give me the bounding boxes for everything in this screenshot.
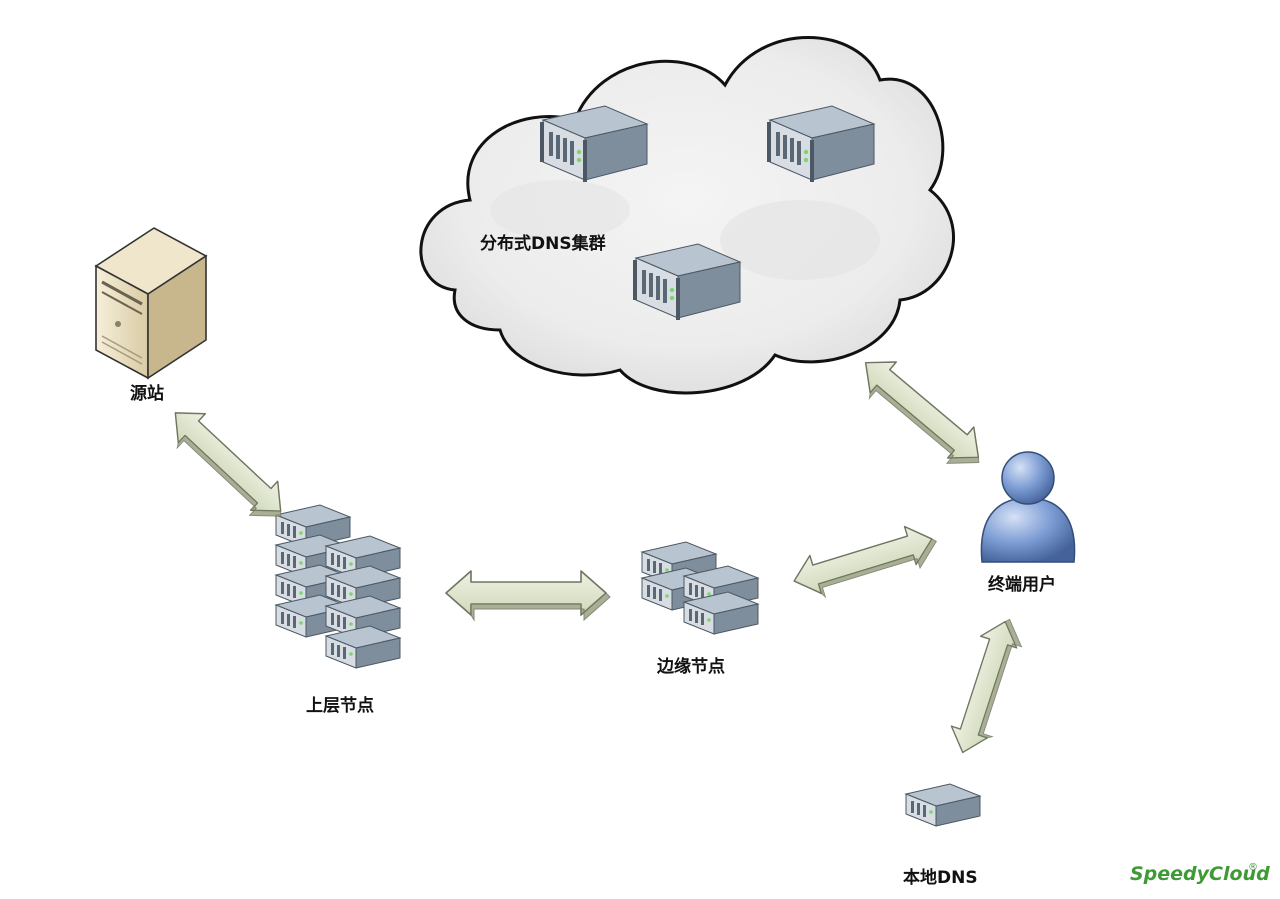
tower-server-icon — [94, 227, 208, 380]
origin-upper-arrow — [158, 397, 298, 533]
logo-text: SpeedyCloud — [1130, 863, 1270, 885]
origin-server — [94, 227, 208, 380]
edge-node-label: 边缘节点 — [656, 656, 725, 677]
edge-node-cluster — [641, 541, 759, 635]
origin-label: 源站 — [130, 383, 164, 404]
dns-cluster-cloud: 分布式DNS集群 — [419, 36, 955, 395]
dns-cluster-label: 分布式DNS集群 — [480, 233, 606, 254]
upper-edge-arrow — [445, 570, 611, 621]
local-dns-server — [905, 783, 981, 827]
end-user — [980, 451, 1076, 563]
local-dns-label: 本地DNS — [903, 867, 978, 888]
upper-node-cluster — [275, 504, 401, 669]
cloud-user-arrow — [848, 346, 995, 480]
edge-user-arrow — [787, 518, 944, 606]
user-icon — [980, 451, 1076, 563]
upper-node-label: 上层节点 — [306, 695, 374, 716]
end-user-label: 终端用户 — [988, 574, 1056, 595]
upper-server-8 — [325, 625, 401, 669]
speedycloud-logo: SpeedyCloud ® — [1130, 862, 1270, 885]
logo-registered-mark: ® — [1248, 862, 1258, 873]
user-localdns-arrow — [944, 611, 1030, 761]
